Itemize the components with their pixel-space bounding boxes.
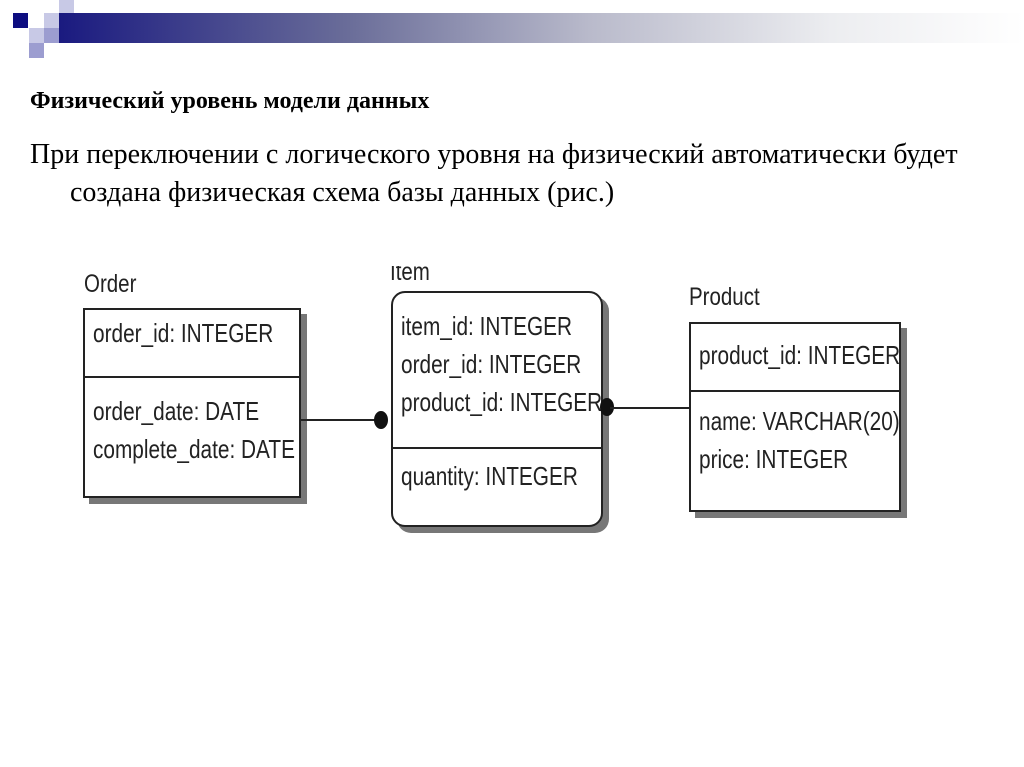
field: quantity: INTEGER	[401, 461, 578, 491]
attr-section: name: VARCHAR(20) price: INTEGER	[691, 392, 900, 478]
relationship-line	[300, 419, 384, 421]
entity-title-order: Order	[84, 270, 137, 298]
header-gradient-bar	[59, 13, 1024, 43]
entity-product: product_id: INTEGER name: VARCHAR(20) pr…	[689, 322, 901, 512]
field: item_id: INTEGER	[401, 311, 573, 341]
field: complete_date: DATE	[93, 434, 295, 464]
logo-square	[13, 13, 28, 28]
entity-item: item_id: INTEGER order_id: INTEGER produ…	[391, 291, 603, 527]
logo-square	[29, 28, 44, 43]
key-section: product_id: INTEGER	[691, 324, 901, 392]
logo-square	[59, 0, 74, 15]
key-section: item_id: INTEGER order_id: INTEGER produ…	[393, 293, 603, 449]
field: order_id: INTEGER	[93, 318, 274, 348]
logo-square	[29, 43, 44, 58]
entity-title-product: Product	[689, 283, 760, 311]
slide-body: При переключении с логического уровня на…	[30, 139, 958, 208]
field: price: INTEGER	[699, 444, 849, 474]
field: order_id: INTEGER	[401, 349, 582, 379]
logo-square	[44, 28, 59, 43]
field: order_date: DATE	[93, 396, 260, 426]
field: name: VARCHAR(20)	[699, 406, 900, 436]
relationship-endpoint	[374, 411, 388, 429]
attr-section: quantity: INTEGER	[393, 449, 601, 495]
field: product_id: INTEGER	[699, 340, 901, 370]
relationship-line	[610, 407, 690, 409]
attr-section: order_date: DATE complete_date: DATE	[85, 378, 299, 468]
logo-square	[44, 13, 59, 28]
key-section: order_id: INTEGER	[85, 310, 299, 378]
field: product_id: INTEGER	[401, 387, 603, 417]
slide-title: Физический уровень модели данных	[30, 88, 430, 114]
entity-title-item: Item	[390, 258, 430, 286]
relationship-endpoint	[600, 398, 614, 416]
entity-order: order_id: INTEGER order_date: DATE compl…	[83, 308, 301, 498]
